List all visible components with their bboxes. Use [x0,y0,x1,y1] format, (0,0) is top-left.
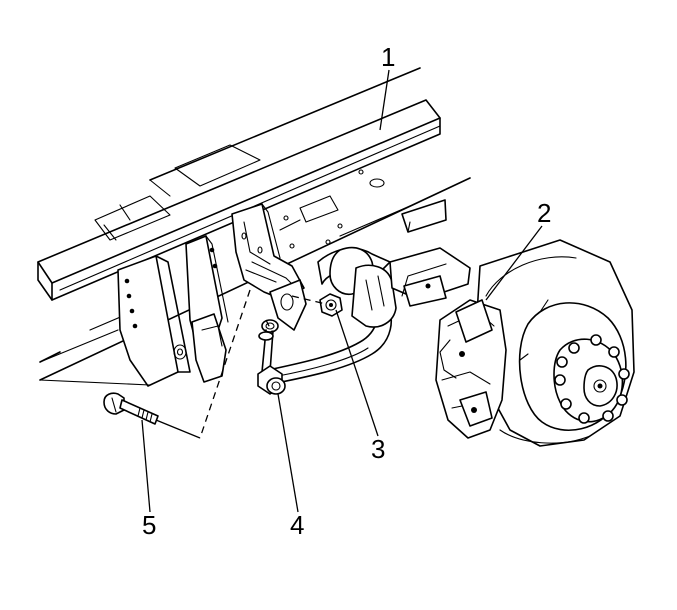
stabilizer-bracket [231,203,307,331]
wheel-studs [554,334,630,424]
callout-lines [141,69,543,513]
stabilizer-link [257,319,286,395]
mounting-bolt [103,392,159,425]
callout-4: 4 [290,510,304,540]
callout-1: 1 [381,42,395,72]
frame-rail [37,67,471,381]
callout-labels: 1 2 3 4 5 [142,42,551,540]
stabilizer-nut [319,293,343,317]
spring-hanger-bracket [39,235,229,387]
callout-3: 3 [371,434,385,464]
wheel-hub-assembly [435,239,635,447]
callout-5: 5 [142,510,156,540]
callout-2: 2 [537,198,551,228]
